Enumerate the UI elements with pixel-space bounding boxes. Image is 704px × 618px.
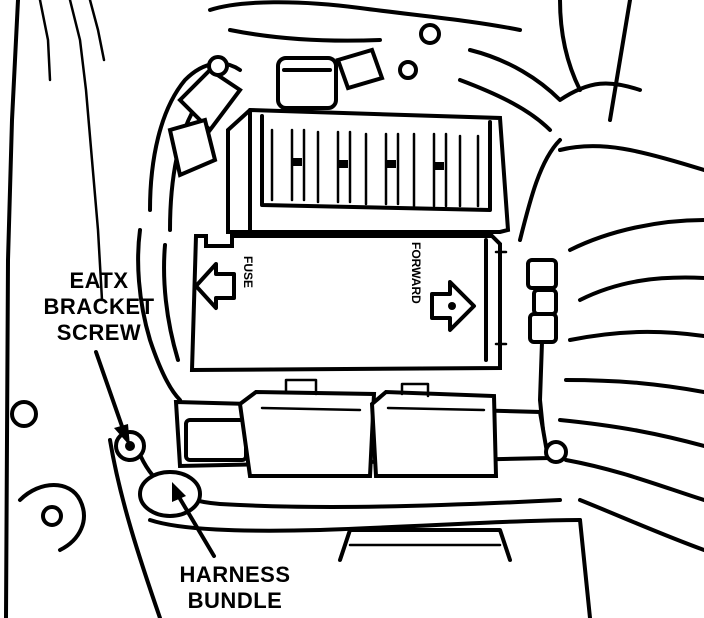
eatx-bracket-screw-label: EATX BRACKET SCREW (24, 268, 174, 346)
lower-left-bolts (10, 400, 512, 562)
right-connector (518, 138, 562, 442)
callout-line: BUNDLE (187, 588, 283, 613)
callout-line: HARNESS (179, 562, 291, 587)
fuse-label: FUSE (241, 256, 255, 288)
air-duct (558, 144, 704, 552)
pdc-cover (189, 234, 508, 373)
forward-label: FORWARD (409, 242, 423, 304)
controller-module (173, 378, 568, 478)
harness-bundle (108, 438, 592, 618)
top-left-connector (167, 55, 243, 178)
left-fender-line (4, 0, 106, 618)
callout-arrow-icon (94, 350, 216, 558)
forward-arrow-icon (430, 280, 476, 332)
relay-fuse-block (226, 107, 511, 234)
harness-bundle-label: HARNESS BUNDLE (150, 562, 320, 614)
engine-top-outline (208, 0, 642, 132)
callout-line: BRACKET (43, 294, 155, 319)
callout-line: SCREW (56, 320, 142, 345)
callout-line: EATX (69, 268, 129, 293)
fuse-arrow-icon (194, 262, 236, 310)
relay-cap (276, 47, 385, 110)
